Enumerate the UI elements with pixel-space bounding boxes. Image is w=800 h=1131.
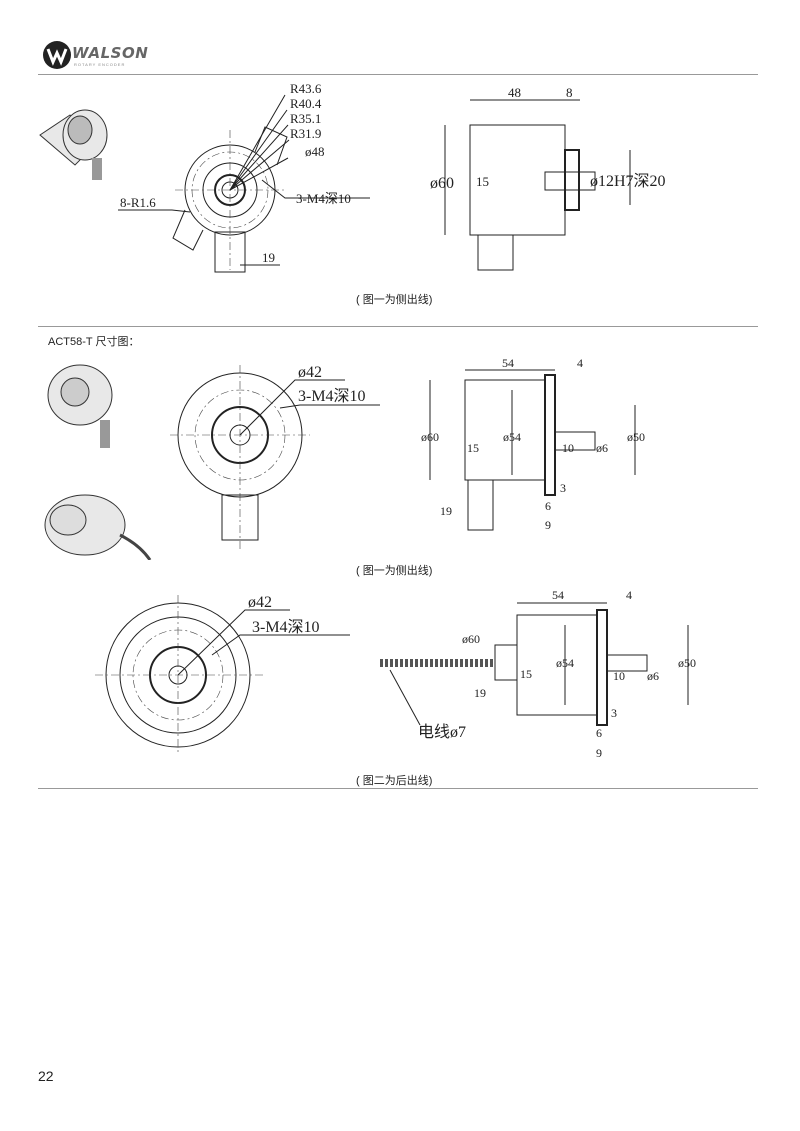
dim-d54: ø54 [503,430,521,444]
dim-48: 48 [508,85,521,100]
dim-d60: ø60 [430,175,454,192]
dim-15: 15 [476,174,489,189]
dim-6: 6 [596,726,602,740]
cable-label: 电线ø7 [418,723,466,741]
dim-d50: ø50 [627,430,645,444]
dim-10: 10 [613,669,625,683]
dim-54: 54 [552,588,564,602]
dim-3: 3 [611,706,617,720]
dim-r40-4: R40.4 [290,96,322,111]
dim-3-m4: 3-M4深10 [252,618,320,636]
encoder-photo [39,109,108,180]
figure-caption-2: ( 图一为侧出线) [356,565,433,577]
header-divider [38,74,758,75]
section-divider [38,788,758,789]
figure-caption-3: ( 图二为后出线) [356,775,433,787]
dim-19: 19 [262,250,275,265]
side-view: 48 8 ø60 15 ø12H7深20 [430,85,666,271]
dim-d12h7: ø12H7深20 [590,172,666,190]
dim-3-m4: 3-M4深10 [298,387,366,405]
dim-9: 9 [545,518,551,532]
drawing-act58-t-rear-outlet: ø42 3-M4深10 54 4 ø60 ø54 15 19 10 ø6 ø50… [95,588,696,760]
dim-8: 8 [566,85,573,100]
dim-54: 54 [502,356,514,370]
dim-15: 15 [520,667,532,681]
front-view: ø42 3-M4深10 [170,364,380,550]
drawing-act58-side-outlet-hollow: R43.6 R40.4 R35.1 R31.9 ø48 3-M4深10 8-R1… [39,81,666,273]
dim-r43-6: R43.6 [290,81,322,96]
brand-name: WALSON [72,44,149,62]
brand-subtitle: ROTARY ENCODER [74,62,126,67]
figure-caption-1: ( 图一为侧出线) [356,294,433,306]
dim-d50: ø50 [678,656,696,670]
dim-d6: ø6 [647,669,659,683]
dim-r35-1: R35.1 [290,111,321,126]
dim-d54: ø54 [556,656,574,670]
logo-mark-icon [43,41,71,69]
side-view: 54 4 ø60 ø54 15 10 ø6 ø50 19 3 6 9 [421,356,645,532]
dim-9: 9 [596,746,602,760]
section-title: ACT58-T 尺寸图： [48,336,140,348]
dim-6: 6 [545,499,551,513]
dim-15: 15 [467,441,479,455]
front-view: ø42 3-M4深10 [95,594,350,755]
side-view: 54 4 ø60 ø54 15 19 10 ø6 ø50 3 6 9 电线ø7 [380,588,696,760]
dim-3-m4: 3-M4深10 [296,191,351,206]
dim-19: 19 [474,686,486,700]
dim-4: 4 [577,356,583,370]
section-divider [38,326,758,327]
dim-3: 3 [560,481,566,495]
dim-8-r1-6: 8-R1.6 [120,195,156,210]
dim-r31-9: R31.9 [290,126,321,141]
encoder-photos [44,364,152,560]
page-number: 22 [38,1068,54,1084]
dim-4: 4 [626,588,632,602]
dim-d48: ø48 [305,144,325,159]
drawing-act58-t-side-outlet: ø42 3-M4深10 54 4 ø60 ø54 15 10 ø6 ø50 19… [44,356,645,560]
front-view: R43.6 R40.4 R35.1 R31.9 ø48 3-M4深10 8-R1… [118,81,370,273]
dim-d42: ø42 [298,364,322,381]
dim-19: 19 [440,504,452,518]
dim-d6: ø6 [596,441,608,455]
dim-d42: ø42 [248,594,272,611]
dim-10: 10 [562,441,574,455]
dim-d60: ø60 [462,632,480,646]
dim-d60: ø60 [421,430,439,444]
